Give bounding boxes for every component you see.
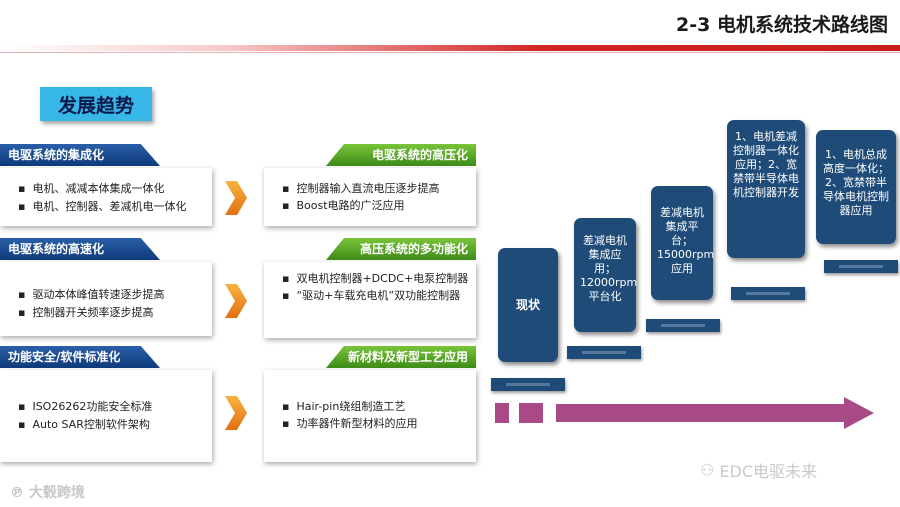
chevron-right-icon xyxy=(225,284,247,318)
left-section-safety: 功能安全/软件标准化 ▪ ISO26262功能安全标准 ▪ Auto SAR控制… xyxy=(0,346,212,462)
step-base xyxy=(731,287,805,300)
timeline-segment xyxy=(519,403,543,423)
roadmap-step-2: 差减电机集成应用；12000rpm 平台化 xyxy=(574,218,637,332)
watermark-left: ℗ 大毂跨境 xyxy=(10,485,85,501)
bullet-item: ▪ “驱动+车载充电机”双功能控制器 xyxy=(282,289,461,302)
slide-title: 2-3 电机系统技术路线图 xyxy=(676,14,888,36)
bullet-item: ▪ 控制器输入直流电压逐步提高 xyxy=(282,182,440,195)
left-section-heading: 电驱系统的集成化 xyxy=(0,144,160,166)
bullet-item: ▪ 功率器件新型材料的应用 xyxy=(282,417,418,430)
header-divider xyxy=(0,45,900,51)
left-section-integration: 电驱系统的集成化 ▪ 电机、减减本体集成一体化 ▪ 电机、控制器、差减机电一体化 xyxy=(0,144,212,226)
watermark-right: ⚇ EDC电驱未来 xyxy=(700,460,818,482)
right-section-heading: 高压系统的多功能化 xyxy=(326,238,476,260)
trend-label: 发展趋势 xyxy=(40,87,152,121)
left-section-body: ▪ 驱动本体峰值转速逐步提高 ▪ 控制器开关频率逐步提高 xyxy=(0,262,212,336)
timeline-segment xyxy=(495,403,509,423)
right-section-body: ▪ 双电机控制器+DCDC+电泵控制器 ▪ “驱动+车载充电机”双功能控制器 xyxy=(264,262,476,338)
bullet-item: ▪ Hair-pin绕组制造工艺 xyxy=(282,400,406,413)
right-section-new-materials: 新材料及新型工艺应用 ▪ Hair-pin绕组制造工艺 ▪ 功率器件新型材料的应… xyxy=(264,346,476,462)
left-section-body: ▪ ISO26262功能安全标准 ▪ Auto SAR控制软件架构 xyxy=(0,370,212,462)
bullet-item: ▪ Boost电路的广泛应用 xyxy=(282,199,405,212)
right-section-heading: 新材料及新型工艺应用 xyxy=(326,346,476,368)
roadmap-step-current: 现状 xyxy=(498,248,558,362)
left-section-speed: 电驱系统的高速化 ▪ 驱动本体峰值转速逐步提高 ▪ 控制器开关频率逐步提高 xyxy=(0,238,212,336)
bullet-item: ▪ 驱动本体峰值转速逐步提高 xyxy=(18,288,165,301)
bullet-item: ▪ 双电机控制器+DCDC+电泵控制器 xyxy=(282,272,469,285)
right-section-body: ▪ 控制器输入直流电压逐步提高 ▪ Boost电路的广泛应用 xyxy=(264,168,476,226)
chevron-right-icon xyxy=(225,181,247,215)
right-section-heading: 电驱系统的高压化 xyxy=(326,144,476,166)
bullet-item: ▪ 电机、减减本体集成一体化 xyxy=(18,182,165,195)
bullet-item: ▪ ISO26262功能安全标准 xyxy=(18,400,153,413)
left-section-heading: 功能安全/软件标准化 xyxy=(0,346,160,368)
left-section-heading: 电驱系统的高速化 xyxy=(0,238,160,260)
step-base xyxy=(646,319,720,332)
left-section-body: ▪ 电机、减减本体集成一体化 ▪ 电机、控制器、差减机电一体化 xyxy=(0,168,212,226)
right-section-high-voltage: 电驱系统的高压化 ▪ 控制器输入直流电压逐步提高 ▪ Boost电路的广泛应用 xyxy=(264,144,476,226)
step-base xyxy=(491,378,565,391)
roadmap-step-4: 1、电机差减控制器一体化应用；2、宽禁带半导体电机控制器开发 xyxy=(727,120,805,258)
right-section-body: ▪ Hair-pin绕组制造工艺 ▪ 功率器件新型材料的应用 xyxy=(264,370,476,462)
step-base xyxy=(567,346,641,359)
timeline-arrow xyxy=(556,397,874,429)
header-divider-thin xyxy=(0,52,900,53)
step-base xyxy=(824,260,898,273)
wechat-icon: ⚇ xyxy=(700,460,720,480)
watermark-logo-icon: ℗ xyxy=(10,485,29,501)
chevron-right-icon xyxy=(225,396,247,430)
bullet-item: ▪ Auto SAR控制软件架构 xyxy=(18,418,150,431)
bullet-item: ▪ 电机、控制器、差减机电一体化 xyxy=(18,200,187,213)
roadmap-step-5: 1、电机总成高度一体化；2、宽禁带半导体电机控制器应用 xyxy=(816,130,896,244)
right-section-multifunction: 高压系统的多功能化 ▪ 双电机控制器+DCDC+电泵控制器 ▪ “驱动+车载充电… xyxy=(264,238,476,338)
roadmap-step-3: 差减电机集成平台；15000rpm应用 xyxy=(651,186,714,300)
bullet-item: ▪ 控制器开关频率逐步提高 xyxy=(18,306,154,319)
